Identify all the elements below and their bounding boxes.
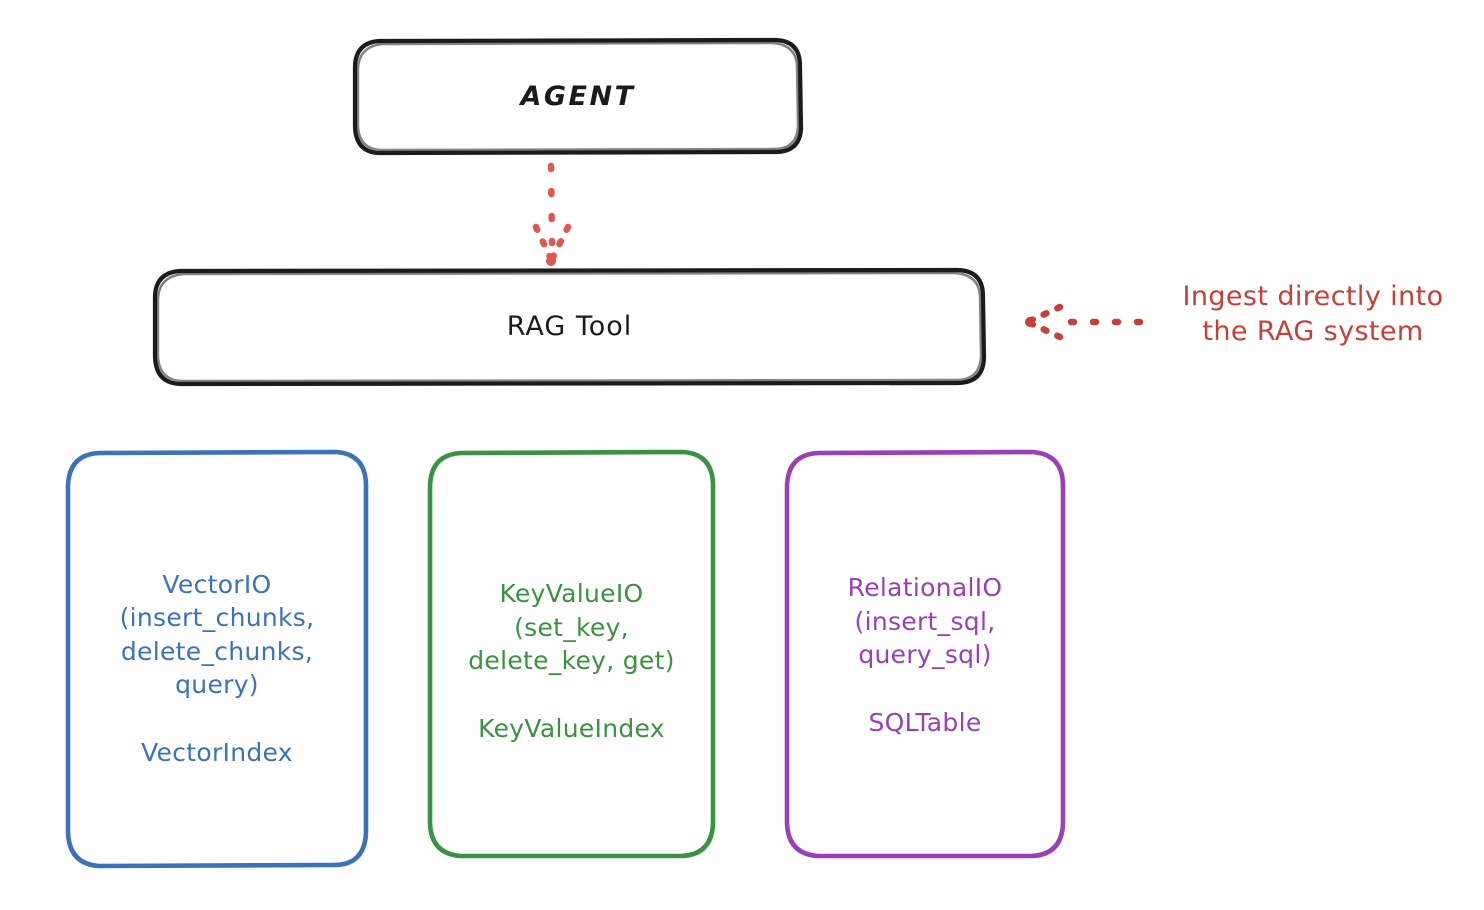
relational-io-content: RelationalIO (insert_sql, query_sql) SQL…: [848, 571, 1003, 737]
agent-to-rag-connector: [532, 162, 572, 266]
ingest-annotation-text: Ingest directly into the RAG system: [1182, 281, 1444, 348]
vector-io-api-label: VectorIO (insert_chunks, delete_chunks, …: [119, 569, 315, 700]
relational-io-api-label: RelationalIO (insert_sql, query_sql): [847, 573, 1003, 670]
vector-io-content: VectorIO (insert_chunks, delete_chunks, …: [120, 568, 315, 767]
agent-label: AGENT: [520, 80, 636, 112]
vector-io-index-label: VectorIndex: [141, 737, 293, 767]
key-value-io-node[interactable]: KeyValueIO (set_key, delete_key, get) Ke…: [430, 452, 713, 856]
agent-node[interactable]: AGENT: [355, 40, 801, 153]
key-value-io-index-label: KeyValueIndex: [478, 713, 665, 743]
relational-io-node[interactable]: RelationalIO (insert_sql, query_sql) SQL…: [787, 452, 1063, 856]
key-value-io-content: KeyValueIO (set_key, delete_key, get) Ke…: [468, 577, 675, 743]
vector-io-node[interactable]: VectorIO (insert_chunks, delete_chunks, …: [68, 452, 366, 866]
rag-tool-label: RAG Tool: [506, 311, 633, 343]
key-value-io-api-label: KeyValueIO (set_key, delete_key, get): [468, 579, 675, 676]
relational-io-index-label: SQLTable: [868, 707, 982, 737]
ingest-to-rag-connector: [1025, 303, 1144, 341]
rag-tool-node[interactable]: RAG Tool: [155, 270, 984, 384]
